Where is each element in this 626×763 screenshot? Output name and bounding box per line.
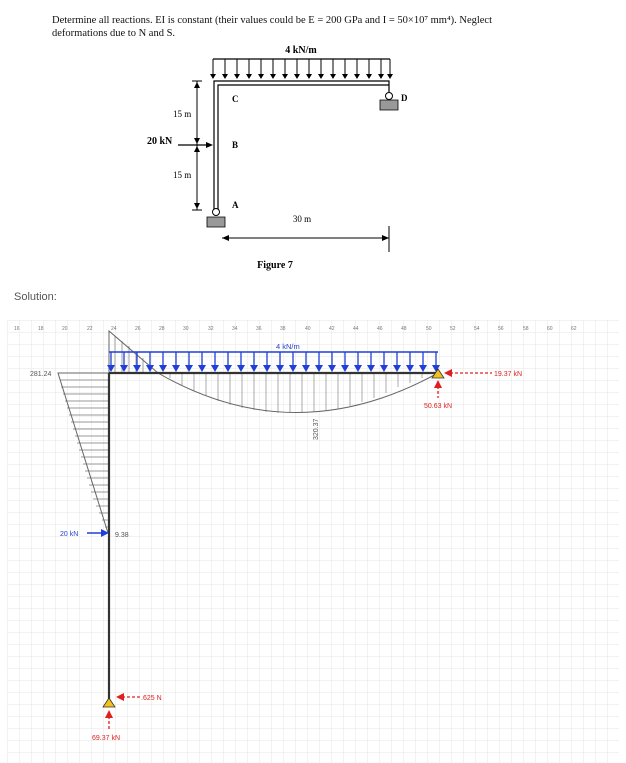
ruler-tick: 20 [62,326,68,332]
solution-load-label: 4 kN/m [276,342,300,351]
ruler-tick: 40 [305,326,311,332]
reaction-d-vertical-label: 50.63 kN [424,403,452,410]
frame-member-inner [217,84,389,210]
ruler-tick: 48 [401,326,407,332]
support-d-triangle [431,368,445,379]
ruler-tick: 50 [426,326,432,332]
moment-midspan-label: 320.37 [313,418,320,440]
ruler-tick: 56 [498,326,504,332]
pin-d [385,92,393,100]
ruler-tick: 46 [377,326,383,332]
reaction-a-horizontal-label: .625 N [141,695,162,702]
ruler-tick: 16 [14,326,20,332]
ruler-tick: 52 [450,326,456,332]
grid-background [7,320,619,763]
fig-dim-upper: 15 m [173,109,191,119]
ruler-tick: 30 [183,326,189,332]
ruler-tick: 44 [353,326,359,332]
load-arrowheads [210,74,393,79]
ruler-tick: 60 [547,326,553,332]
support-d [379,99,399,111]
ruler-tick: 28 [159,326,165,332]
pin-a [212,208,220,216]
ruler: 16 18 20 22 24 26 28 30 32 34 36 38 40 4… [14,326,577,332]
ruler-tick: 38 [280,326,286,332]
reaction-a-vertical-label: 69.37 kN [92,735,120,742]
moment-b-label: 9.38 [115,532,129,539]
frame-member [213,80,390,210]
fig-dim-lower: 15 m [173,170,191,180]
ruler-tick: 22 [87,326,93,332]
figure-caption: Figure 7 [257,260,293,271]
column-moment-hatch [60,379,109,528]
ruler-tick: 36 [256,326,262,332]
problem-text-line1: Determine all reactions. EI is constant … [52,15,493,26]
ruler-tick: 54 [474,326,480,332]
fig-point-c: C [232,94,239,104]
solution-load-arrows [110,352,437,367]
corner-moment-outline [108,329,159,374]
solution-force-label: 20 kN [60,531,78,538]
reaction-d-horizontal-label: 19.37 kN [494,371,522,378]
ruler-tick: 26 [135,326,141,332]
solution-load-arrowheads [107,365,440,372]
support-a-triangle [102,697,116,708]
fig-point-d: D [401,93,408,103]
ruler-tick: 24 [111,326,117,332]
fig-load-label: 4 kN/m [285,45,317,56]
beam-moment-hatch [169,373,423,413]
fig-force-label: 20 kN [147,136,173,147]
ruler-tick: 42 [329,326,335,332]
fig-span-label: 30 m [293,214,311,224]
solution-label: Solution: [14,291,57,303]
moment-corner-label: 281.24 [30,371,52,378]
ruler-tick: 34 [232,326,238,332]
load-arrows [212,59,391,76]
figure-7: 4 kN/m D A B C 15 m 15 m 20 kN 30 m Figu… [147,45,408,271]
fig-point-b: B [232,140,238,150]
ruler-tick: 18 [38,326,44,332]
fig-point-a: A [232,200,239,210]
support-a [206,216,226,228]
ruler-tick: 58 [523,326,529,332]
ruler-tick: 62 [571,326,577,332]
ruler-tick: 32 [208,326,214,332]
problem-text-line2: deformations due to N and S. [52,28,176,39]
beam-moment-outline [157,372,439,413]
problem-statement: Determine all reactions. EI is constant … [52,14,572,40]
